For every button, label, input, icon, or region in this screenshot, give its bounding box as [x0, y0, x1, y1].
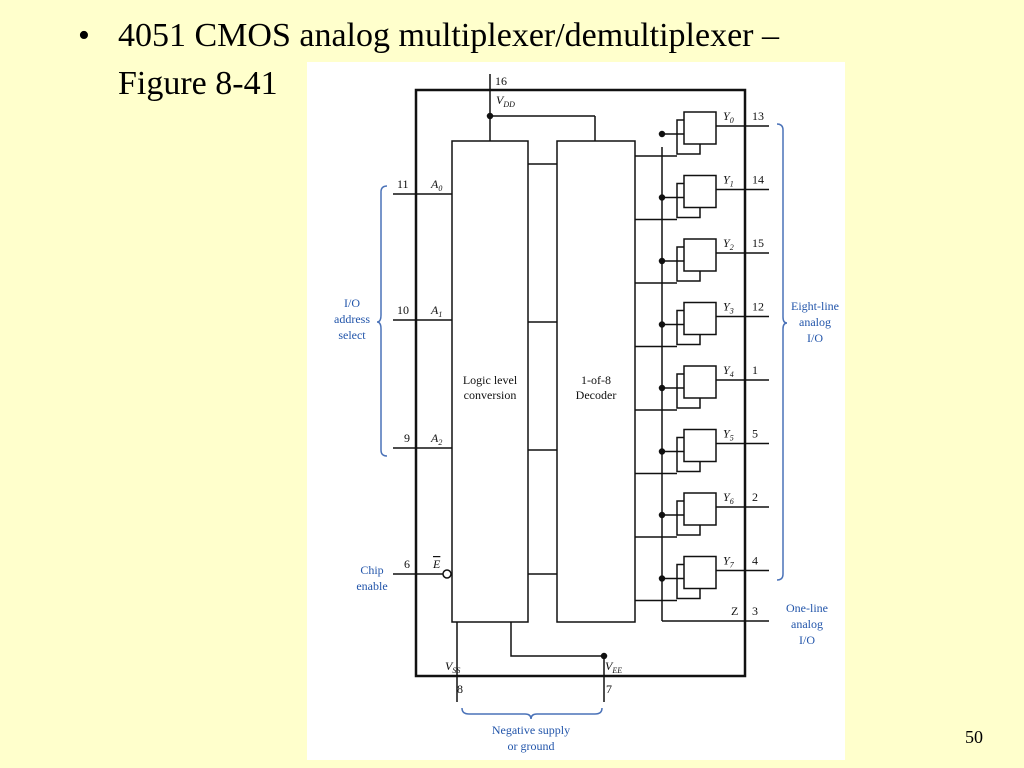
input-a0-pin: 11 [397, 177, 409, 191]
switch-2-ctrl-wire [676, 246, 701, 282]
switch-1-box [683, 174, 717, 209]
address-inputs: 11 10 9 A0 A1 A2 [393, 177, 452, 449]
switch-0-ctrl-wire [676, 119, 701, 155]
chip-enable-label-2: enable [356, 579, 387, 593]
decoder-line-1: 1-of-8 [581, 373, 611, 387]
switch-3-label: Y3 [723, 300, 734, 316]
switch-5-label: Y5 [723, 427, 734, 443]
supply-label-1: Negative supply [492, 723, 570, 737]
switch-6-ctrl-wire [676, 500, 701, 536]
switch-4-pin: 1 [752, 363, 758, 377]
input-a1-label: A1 [430, 303, 442, 319]
logic-block-line-2: conversion [464, 388, 517, 402]
mux-diagram: 16 VDD Logic level conversion 1-of-8 Dec… [334, 74, 839, 753]
enable-pin: 6 [404, 557, 410, 571]
common-z-pin: 3 [752, 604, 758, 618]
supply-label-2: or ground [508, 739, 555, 753]
title-line-1: 4051 CMOS analog multiplexer/demultiplex… [118, 17, 780, 54]
one-line-label-3: I/O [799, 633, 815, 647]
title-line-2: Figure 8-41 [118, 65, 278, 102]
logic-level-block [451, 140, 529, 623]
switch-2-box [683, 238, 717, 272]
decoder-line-2: Decoder [576, 388, 617, 402]
vee-label: VEE [605, 659, 622, 675]
supply-brace [461, 707, 603, 720]
vee-pin-number: 7 [606, 682, 612, 696]
one-line-label-1: One-line [786, 601, 828, 615]
switch-0-pin: 13 [752, 109, 764, 123]
decoder-block [556, 140, 636, 623]
input-a2-label: A2 [430, 431, 442, 447]
switch-5-ctrl-wire [676, 436, 701, 473]
vdd-junction [486, 112, 494, 120]
page-number: 50 [965, 727, 983, 747]
common-z-label: Z [731, 604, 738, 618]
vee-wire [510, 622, 604, 657]
switch-5-pin: 5 [752, 427, 758, 441]
eight-line-label-3: I/O [807, 331, 823, 345]
address-label-3: select [338, 328, 366, 342]
switch-0-junction [658, 130, 666, 138]
enable-inversion-bubble [442, 569, 452, 579]
chip-outline [414, 88, 747, 678]
switch-2-label: Y2 [723, 236, 734, 252]
switch-7-ctrl-wire [676, 563, 701, 600]
bullet-dot: • [78, 17, 90, 54]
eight-line-label-1: Eight-line [791, 299, 839, 313]
switch-1-label: Y1 [723, 173, 734, 189]
vdd-pin-number: 16 [495, 74, 507, 88]
switch-5-box [683, 428, 717, 463]
switch-1-ctrl-wire [676, 182, 701, 219]
switch-3-ctrl-wire [676, 309, 701, 346]
switch-0-label: Y0 [723, 109, 734, 125]
switch-4-box [683, 365, 717, 399]
switch-7-pin: 4 [752, 554, 758, 568]
figure-panel: 16 VDD Logic level conversion 1-of-8 Dec… [307, 62, 845, 760]
vss-pin-number: 8 [457, 682, 463, 696]
switch-7-label: Y7 [723, 554, 735, 570]
switch-6-label: Y6 [723, 490, 734, 506]
address-brace [376, 185, 388, 457]
chip-enable-label-1: Chip [360, 563, 383, 577]
one-line-label-2: analog [791, 617, 823, 631]
switch-0-box [683, 111, 717, 145]
vee-junction [600, 652, 608, 660]
switch-6-pin: 2 [752, 490, 758, 504]
switch-4-ctrl-wire [676, 373, 701, 409]
enable-label: E [432, 557, 441, 571]
switch-4-label: Y4 [723, 363, 734, 379]
logic-block-line-1: Logic level [463, 373, 518, 387]
address-label-1: I/O [344, 296, 360, 310]
input-a1-pin: 10 [397, 303, 409, 317]
input-a0-label: A0 [430, 177, 442, 193]
switch-3-pin: 12 [752, 300, 764, 314]
vss-label: VSS [445, 659, 460, 675]
switch-6-box [683, 492, 717, 526]
switch-7-box [683, 555, 717, 590]
switch-2-pin: 15 [752, 236, 764, 250]
eight-line-label-2: analog [799, 315, 831, 329]
address-label-2: address [334, 312, 370, 326]
switch-3-box [683, 301, 717, 336]
eight-line-brace [776, 123, 788, 581]
switch-1-pin: 14 [752, 173, 764, 187]
input-a2-pin: 9 [404, 431, 410, 445]
vdd-label: VDD [496, 93, 515, 109]
